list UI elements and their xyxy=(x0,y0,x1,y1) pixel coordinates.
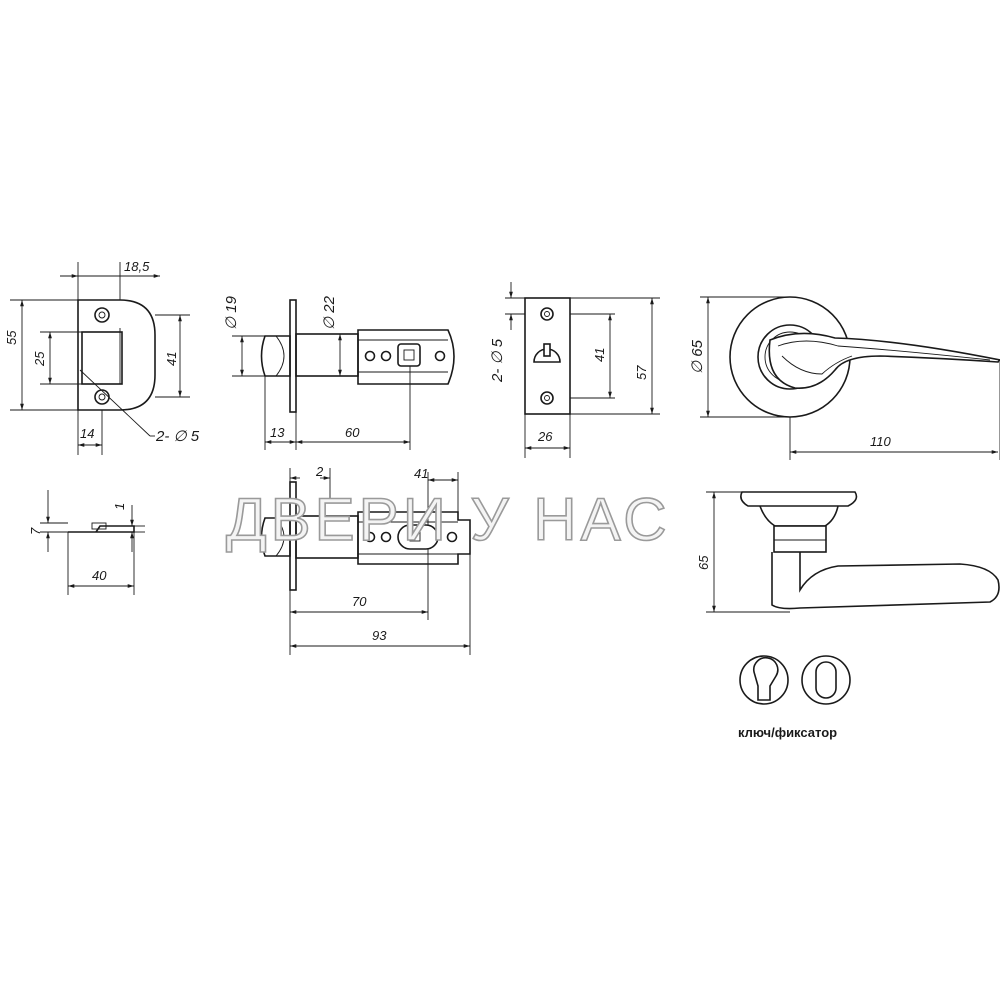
dim-110: 110 xyxy=(870,434,891,449)
dim-18-5: 18,5 xyxy=(124,259,150,274)
latch-side-view: ∅ 19 ∅ 22 13 60 xyxy=(223,295,455,450)
dim-26: 26 xyxy=(537,429,553,444)
strike-plate-side: 7 1 40 xyxy=(28,490,145,595)
dim-41: 41 xyxy=(164,352,179,366)
handle-front-view: ∅ 65 110 xyxy=(689,296,1000,460)
dim-25: 25 xyxy=(32,351,47,367)
dim-holes: 2- ∅ 5 xyxy=(155,428,200,445)
latch-faceplate: 2- ∅ 5 41 57 26 xyxy=(489,282,660,458)
dim-40: 40 xyxy=(92,568,107,583)
dim-70: 70 xyxy=(352,594,367,609)
legend-caption: ключ/фиксатор xyxy=(738,725,837,740)
key-cylinder-icon xyxy=(739,655,789,705)
dim-57: 57 xyxy=(634,365,649,380)
dim-1: 1 xyxy=(112,503,127,510)
dim-93: 93 xyxy=(372,628,387,643)
dim-41: 41 xyxy=(592,348,607,362)
dim-13: 13 xyxy=(270,425,285,440)
dim-7: 7 xyxy=(28,527,43,535)
dim-41: 41 xyxy=(414,466,428,481)
dim-14: 14 xyxy=(80,426,94,441)
thumbturn-icon xyxy=(801,655,851,705)
strike-plate-front: 18,5 55 25 41 14 2- ∅ 5 xyxy=(4,259,200,455)
dim-d22: ∅ 22 xyxy=(321,295,338,330)
dim-holes: 2- ∅ 5 xyxy=(489,338,506,383)
handle-side-view: 65 xyxy=(696,491,1000,613)
dim-55: 55 xyxy=(4,330,19,345)
dim-d65: ∅ 65 xyxy=(689,339,706,374)
watermark-text: ДВЕРИ У НАС xyxy=(226,486,671,553)
dim-2: 2 xyxy=(315,464,324,479)
dim-65: 65 xyxy=(696,555,711,570)
dim-d19: ∅ 19 xyxy=(223,295,240,330)
latch-adjustable-view: 2 41 70 93 xyxy=(260,464,471,655)
dim-60: 60 xyxy=(345,425,360,440)
